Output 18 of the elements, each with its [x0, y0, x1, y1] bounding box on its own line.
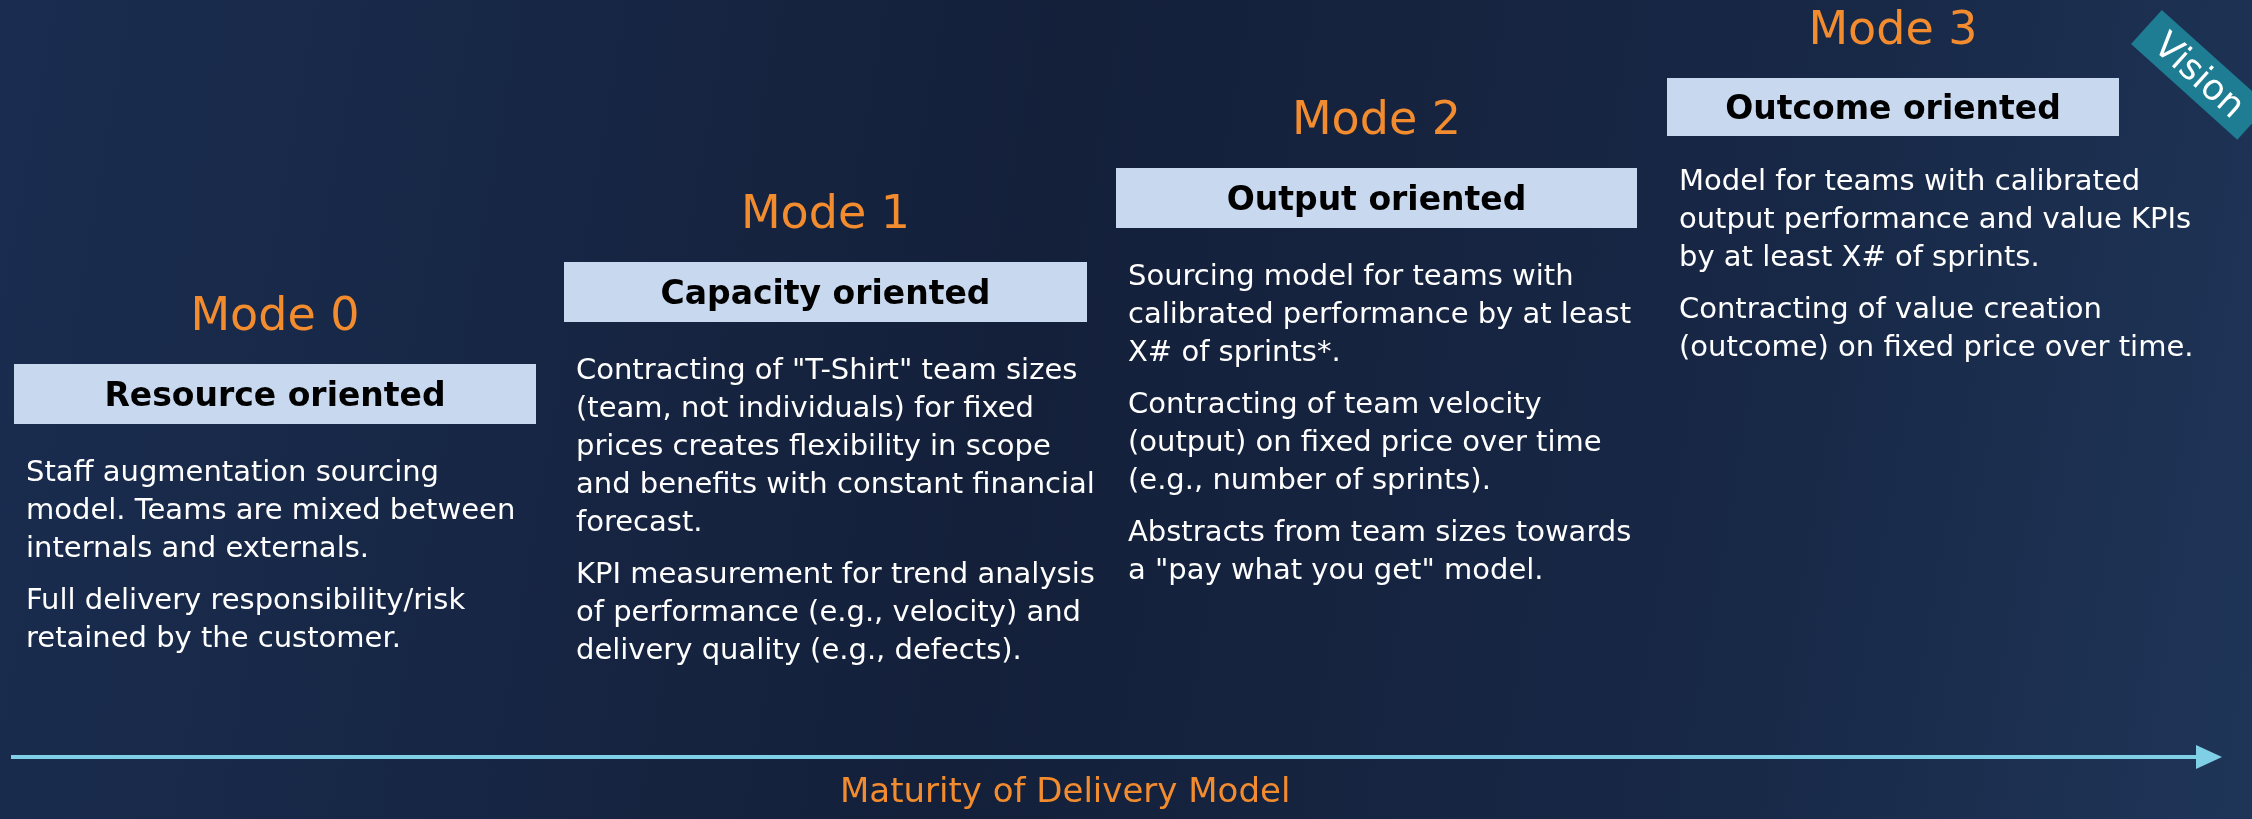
- mode-heading: Mode 2: [1290, 92, 1463, 144]
- title-bar: Outcome oriented: [1667, 78, 2119, 136]
- description-text: Full delivery responsibility/risk retained by the customer.: [26, 581, 467, 656]
- mode-heading: Mode 1: [739, 186, 912, 238]
- description-text: Contracting of "T-Shirt" team sizes (team, not individuals) for fixed prices creates flexibility in scope and benefits with constant financial forecast.: [576, 351, 1096, 540]
- description-text: Sourcing model for teams with calibrated performance by at least X# of sprints*.: [1128, 257, 1632, 370]
- axis-label: Maturity of Delivery Model: [840, 770, 1291, 810]
- description-text: Contracting of team velocity (output) on fixed price over time (e.g., number of sprints).: [1128, 385, 1603, 498]
- title-bar: Output oriented: [1116, 168, 1637, 228]
- description-text: Model for teams with calibrated output performance and value KPIs by at least X# of sprints.: [1679, 162, 2193, 275]
- mode-heading: Mode 0: [189, 288, 361, 340]
- title-bar: Capacity oriented: [564, 262, 1087, 322]
- description-text: KPI measurement for trend analysis of performance (e.g., velocity) and delivery quality (e.g., defects).: [576, 555, 1096, 668]
- mode-heading: Mode 3: [1807, 2, 1979, 54]
- description-text: Staff augmentation sourcing model. Teams are mixed between internals and externals.: [26, 453, 517, 566]
- description-text: Contracting of value creation (outcome) on fixed price over time.: [1679, 290, 2195, 365]
- description-text: Abstracts from team sizes towards a "pay what you get" model.: [1128, 513, 1633, 588]
- title-bar: Resource oriented: [14, 364, 536, 424]
